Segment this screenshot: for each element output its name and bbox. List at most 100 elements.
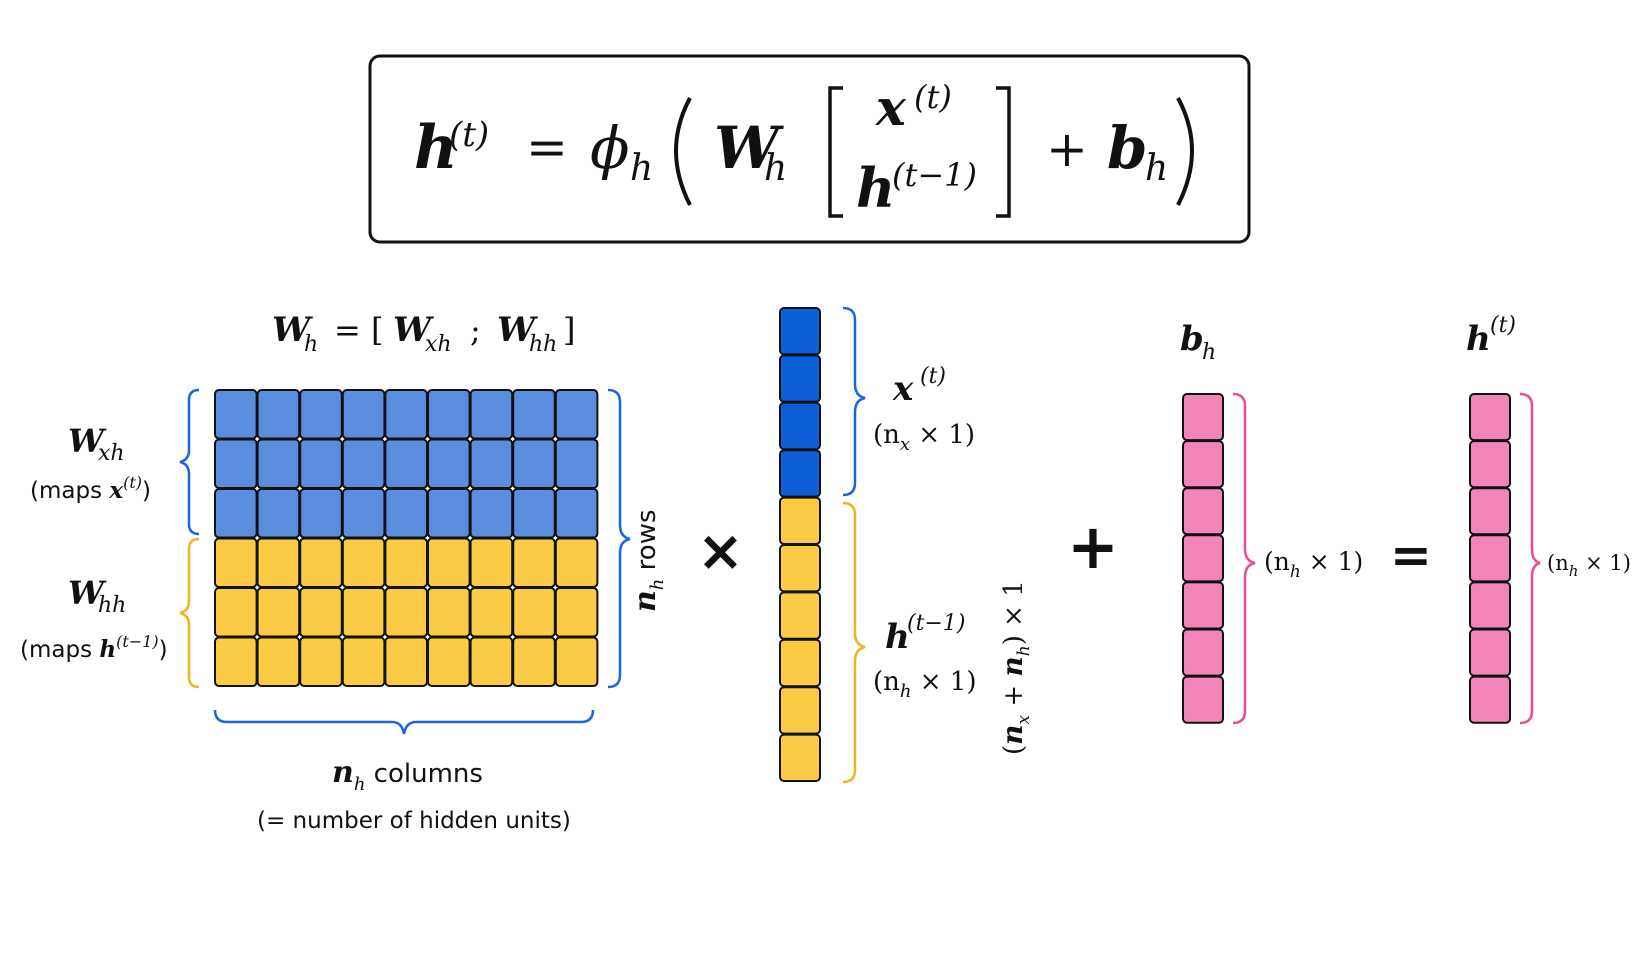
formula-bracket-left (828, 86, 843, 218)
h-prev-label: h (885, 617, 910, 657)
bias-brace (1232, 392, 1256, 725)
wxh-cell (554, 389, 599, 440)
whh-cell (512, 636, 556, 687)
whh-cell (341, 587, 386, 638)
formula-phi-sub: h (630, 148, 653, 189)
formula-box: h (t) = ϕ h W h x (t) h (t−1) + b h (368, 54, 1251, 244)
formula-plus: + (1046, 120, 1088, 178)
formula-paren-close (1176, 97, 1194, 206)
matrix-title-close: ] (563, 311, 575, 349)
x-cell (779, 307, 821, 356)
formula-border (368, 54, 1251, 244)
wxh-cell (469, 488, 514, 539)
wxh-label-sub: xh (98, 441, 125, 466)
wxh-cell (554, 488, 599, 539)
x-dim-sub: x (900, 434, 910, 455)
whh-maps-text: (maps h(t−1)) (20, 632, 168, 663)
wxh-maps-suffix: ) (142, 478, 151, 504)
wxh-cell (469, 389, 514, 440)
h-prev-cell (779, 733, 821, 782)
whh-cell (299, 636, 343, 687)
cols-label-text: columns (365, 759, 483, 789)
weight-matrix-section: W h = [ W xh ; W hh ] W xh (maps x(t)) W… (20, 310, 668, 834)
whh-cell (384, 537, 428, 588)
bias-dim-open: (n (1264, 547, 1290, 576)
formula-bracket-right (996, 86, 1011, 218)
total-dim-plus: + (999, 677, 1029, 715)
whh-cell (299, 587, 343, 638)
h-prev-cell (779, 544, 821, 593)
wxh-brace (179, 388, 200, 536)
rows-label-sub: h (647, 579, 668, 591)
output-cell (1469, 393, 1511, 442)
x-dim: (nx × 1) (873, 420, 975, 455)
wxh-cell (512, 389, 556, 440)
whh-maps-var: h (99, 636, 116, 663)
whh-label-sub: hh (98, 593, 126, 618)
matrix-title-Wxh: W (393, 310, 434, 350)
input-vector-section: x (t) (nx × 1) h (t−1) (nh × 1) (nx + nh… (779, 306, 1034, 784)
rows-label-text: rows (632, 509, 662, 578)
output-dim: (nh × 1) (1547, 551, 1631, 580)
matrix-title-Whh: W (497, 310, 538, 350)
whh-cell (214, 587, 258, 638)
wxh-cell (427, 438, 471, 489)
bias-label: b (1180, 319, 1204, 359)
wxh-cell (384, 389, 428, 440)
output-cell (1469, 675, 1511, 724)
bias-dim-rest: × 1) (1301, 547, 1364, 576)
wxh-cell (512, 488, 556, 539)
whh-cell (256, 636, 301, 687)
formula-equals: = (526, 118, 568, 176)
wxh-cell (256, 438, 301, 489)
wxh-cell (256, 488, 301, 539)
output-cell (1469, 628, 1511, 677)
total-dim-n1-sub: x (1014, 714, 1034, 724)
input-vector-cells (779, 307, 821, 782)
output-cell (1469, 534, 1511, 583)
wxh-cell (469, 438, 514, 489)
cols-label-var: n (332, 755, 354, 790)
formula-vec-top: x (875, 78, 907, 137)
wxh-cell (214, 488, 258, 539)
formula-vec-top-sup: (t) (914, 78, 952, 116)
weight-matrix-grid (214, 389, 599, 687)
bias-cell (1182, 393, 1224, 442)
x-label-sup: (t) (920, 364, 946, 389)
wxh-cell (256, 389, 301, 440)
output-dim-open: (n (1547, 551, 1569, 575)
bias-label-sub: h (1202, 340, 1216, 365)
cols-brace (213, 709, 595, 735)
total-dim-open: ( (999, 745, 1029, 755)
wxh-maps-sup: (t) (123, 473, 142, 492)
equals-sign: = (1390, 526, 1432, 584)
formula-vec-bottom-sup: (t−1) (892, 156, 977, 194)
bias-dim-sub: h (1290, 562, 1301, 582)
bias-dim: (nh × 1) (1264, 547, 1363, 582)
whh-cell (341, 636, 386, 687)
rows-label-var: n (628, 590, 663, 612)
whh-cell (554, 537, 599, 588)
rows-brace (607, 388, 631, 689)
matrix-title-semicolon: ; (470, 311, 481, 349)
formula-W-sub: h (764, 148, 787, 189)
total-dim-n2: n (996, 656, 1029, 676)
bias-vector-cells (1182, 393, 1224, 724)
bias-cell (1182, 581, 1224, 630)
matrix-title-eq: = [ (334, 311, 383, 349)
whh-label: W (68, 574, 107, 612)
plus-sign: + (1067, 510, 1119, 583)
wxh-cell (427, 488, 471, 539)
whh-cell (256, 537, 301, 588)
cols-label-sub: h (354, 774, 366, 795)
formula-paren-open (674, 97, 692, 206)
whh-cell (427, 587, 471, 638)
h-prev-cell (779, 686, 821, 735)
whh-cell (384, 636, 428, 687)
output-dim-sub: h (1569, 562, 1579, 580)
wxh-label: W (68, 422, 107, 460)
x-cell (779, 354, 821, 403)
bias-vector-section: b h (nh × 1) (1180, 319, 1363, 725)
whh-cell (512, 537, 556, 588)
wxh-cell (299, 389, 343, 440)
